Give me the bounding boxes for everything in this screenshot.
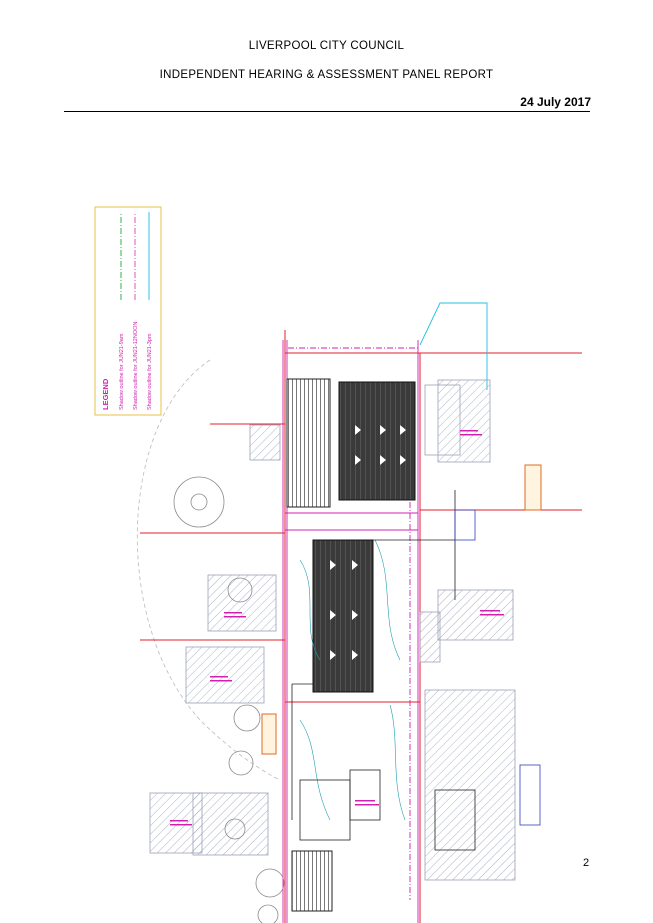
shadow-arc — [136, 359, 281, 781]
legend-item-9am: Shadow outline for JUN21-9am — [119, 333, 125, 410]
legend-item-12noon: Shadow outline for JUN21-12NOON — [133, 322, 139, 410]
plan-annotations — [170, 430, 504, 826]
shadow-3pm — [419, 302, 488, 390]
callout-box-left — [261, 713, 277, 755]
report-title: INDEPENDENT HEARING & ASSESSMENT PANEL R… — [159, 69, 494, 81]
neighbour-dwellings — [149, 379, 516, 881]
service-lines — [291, 490, 541, 851]
legend-title: LEGEND — [101, 378, 110, 410]
header-rule — [64, 111, 590, 112]
trees — [173, 476, 285, 923]
callout-box-right — [524, 464, 542, 511]
contour-lines — [299, 539, 406, 821]
setback-lines — [282, 340, 420, 923]
page-number: 2 — [583, 857, 590, 869]
roof-arrows — [330, 425, 406, 660]
legend-item-3pm: Shadow outline for JUN21-3pm — [147, 333, 153, 410]
legend: LEGEND Shadow outline for JUN21-9am Shad… — [94, 206, 162, 416]
council-name: LIVERPOOL CITY COUNCIL — [248, 40, 405, 52]
proposed-buildings — [286, 378, 416, 912]
report-date: 24 July 2017 — [520, 95, 591, 109]
